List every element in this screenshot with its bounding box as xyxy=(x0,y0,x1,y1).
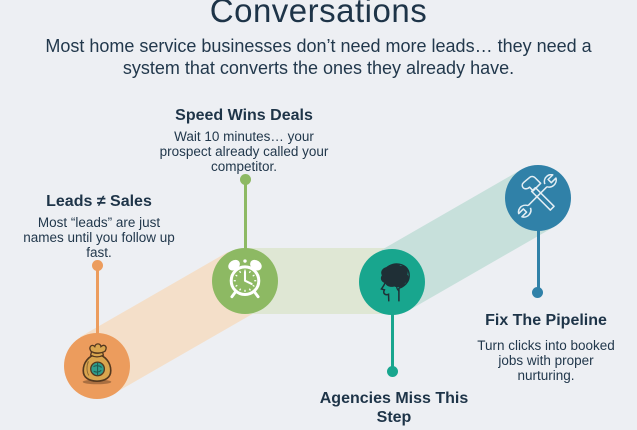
milestone-body-speed: Wait 10 minutes… your prospect already c… xyxy=(159,129,329,174)
connector-line-fix xyxy=(536,230,540,292)
milestone-circle-agencies xyxy=(359,249,425,315)
milestone-heading-leads: Leads ≠ Sales xyxy=(46,193,152,210)
money-bag-icon xyxy=(75,342,119,391)
brain-head-icon xyxy=(369,257,415,308)
connector-line-speed xyxy=(243,179,247,250)
connector-dot-agencies xyxy=(386,366,398,377)
page-title: Conversations xyxy=(209,0,428,29)
milestone-body-leads: Most “leads” are just names until you fo… xyxy=(23,215,175,260)
milestone-heading-agencies: Agencies Miss This Step xyxy=(319,390,469,426)
connector-dot-leads xyxy=(91,260,103,271)
milestone-heading-fix: Fix The Pipeline xyxy=(485,312,607,329)
page-subtitle: Most home service businesses don’t need … xyxy=(45,36,592,78)
connector-line-leads xyxy=(95,264,99,334)
milestone-circle-leads xyxy=(64,333,130,399)
connector-dot-fix xyxy=(531,287,543,298)
milestone-circle-fix xyxy=(505,165,571,231)
hammer-wrench-icon xyxy=(516,173,560,223)
alarm-clock-icon xyxy=(222,256,268,307)
connector-dot-speed xyxy=(239,174,251,185)
milestone-circle-speed xyxy=(212,248,278,314)
milestone-heading-speed: Speed Wins Deals xyxy=(175,107,313,124)
connector-line-agencies xyxy=(390,313,394,371)
milestone-body-fix: Turn clicks into booked jobs with proper… xyxy=(477,338,615,383)
